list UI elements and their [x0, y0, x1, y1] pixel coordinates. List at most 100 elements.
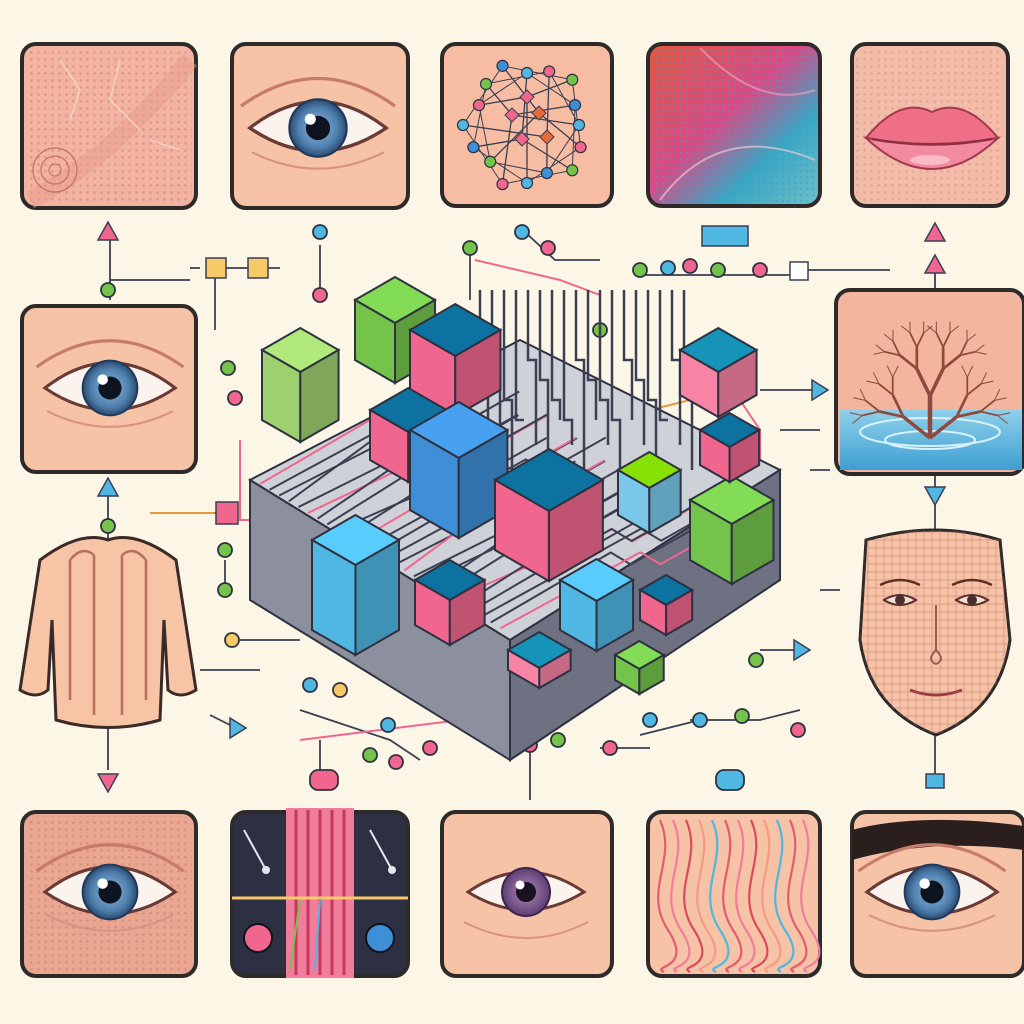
- panel-lips: [850, 42, 1010, 208]
- cube: [412, 558, 487, 647]
- circuit-trace: [658, 290, 668, 422]
- panel-skin-texture: [20, 42, 198, 210]
- graph-node: [504, 107, 520, 123]
- arrow-down-icon: [96, 773, 120, 794]
- circuit-trace: [586, 290, 598, 420]
- graph-edge: [502, 65, 573, 81]
- node-dot: [660, 260, 676, 276]
- connector-node-square: [925, 773, 945, 789]
- root-branch: [879, 410, 904, 419]
- cube: [697, 411, 762, 484]
- node-dot: [514, 224, 530, 240]
- panel-roots-water: [834, 288, 1024, 476]
- connector-node-square: [215, 501, 239, 525]
- root-branch: [997, 415, 1008, 424]
- graph-node: [566, 164, 579, 177]
- tissue-strand: [722, 819, 743, 973]
- root-branch: [859, 388, 867, 401]
- root-branch: [927, 325, 937, 334]
- root-branch: [993, 388, 1001, 401]
- tissue-strand: [670, 819, 691, 973]
- panel-circuit-board: [230, 808, 410, 978]
- root-branch: [928, 367, 945, 397]
- root-branch: [891, 394, 905, 418]
- cube: [615, 450, 683, 535]
- circuit-trace: [562, 290, 574, 445]
- graph-edge: [526, 79, 573, 98]
- circuit-trace: [526, 290, 538, 445]
- node-dot: [220, 360, 236, 376]
- tissue-strand: [800, 819, 821, 973]
- connector-node-square: [205, 257, 227, 279]
- cube-right: [648, 468, 682, 535]
- eye-icon: [463, 867, 589, 939]
- root-branch: [956, 410, 981, 419]
- circuit-trace: [646, 290, 658, 470]
- arrow-up-icon: [923, 253, 947, 274]
- circuit-trace: [634, 290, 646, 445]
- lips-icon: [862, 106, 1002, 170]
- node-dot: [362, 747, 378, 763]
- graph-edge: [478, 105, 491, 162]
- cube-right: [717, 348, 758, 419]
- node-dot: [752, 262, 768, 278]
- root-branch: [853, 397, 866, 402]
- graph-node: [520, 176, 534, 190]
- node-dot: [332, 682, 348, 698]
- cube: [505, 630, 573, 690]
- cube-right: [730, 498, 775, 586]
- graph-node: [520, 66, 534, 80]
- node-dot: [748, 652, 764, 668]
- graph-edge: [473, 138, 523, 148]
- cube: [687, 474, 776, 586]
- node-dot: [388, 754, 404, 770]
- graph-node: [479, 77, 493, 91]
- node-dot: [312, 287, 328, 303]
- root-branch: [909, 332, 918, 348]
- panel-tissue: [646, 810, 822, 978]
- node-dot: [632, 262, 648, 278]
- cube-right: [299, 348, 340, 444]
- root-branch: [975, 351, 987, 355]
- root-branch: [883, 333, 894, 342]
- cube: [612, 639, 666, 696]
- circuit-trace: [574, 290, 586, 470]
- network-graph-icon: [456, 59, 587, 191]
- root-branch: [849, 412, 863, 416]
- arrow-markers: [96, 220, 947, 794]
- panel-color-texture: [646, 42, 822, 208]
- connector-node-square: [789, 261, 809, 281]
- graph-edge: [502, 169, 573, 185]
- node-dot: [734, 708, 750, 724]
- circuit-trace: [538, 290, 550, 470]
- arrow-up-icon: [923, 221, 947, 242]
- panel-network-graph: [440, 42, 614, 208]
- cube-right: [595, 578, 635, 653]
- graph-node: [456, 118, 470, 132]
- root-branch: [975, 344, 985, 353]
- root-branch: [994, 397, 1007, 402]
- root-branch: [916, 332, 925, 348]
- node-dot: [227, 390, 243, 406]
- node-dot: [692, 712, 708, 728]
- root-branch: [966, 383, 982, 396]
- tissue-strand: [683, 819, 704, 973]
- circuit-trace: [610, 290, 622, 470]
- cube: [637, 573, 695, 637]
- root-branch: [935, 332, 944, 348]
- connector-node-square: [701, 225, 749, 247]
- circuit-trace: [598, 290, 610, 445]
- graph-edge: [548, 71, 580, 126]
- panel-eye-bottom-3: [440, 810, 614, 978]
- cube-right: [448, 578, 486, 647]
- cube-right: [354, 538, 400, 657]
- cube: [259, 326, 341, 444]
- graph-edge: [501, 114, 513, 185]
- tissue-strand: [761, 819, 782, 973]
- node-dot: [682, 258, 698, 274]
- node-dot: [642, 712, 658, 728]
- root-branch: [902, 415, 932, 440]
- node-dot: [224, 632, 240, 648]
